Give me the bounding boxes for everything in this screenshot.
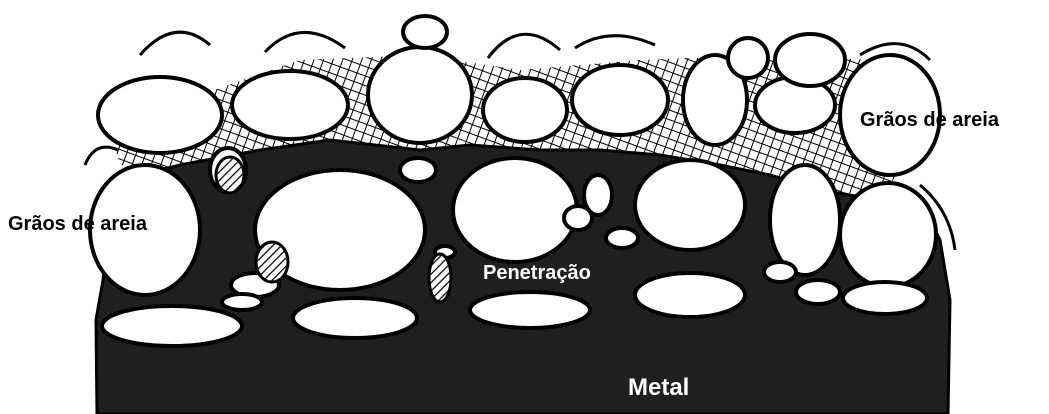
- label-sand-grains-left: Grãos de areia: [8, 213, 148, 235]
- label-penetration: Penetração: [483, 262, 591, 284]
- grain-outline: [140, 32, 210, 55]
- grain-outline: [85, 147, 118, 165]
- sand-grain: [843, 282, 927, 314]
- sand-grain: [232, 71, 348, 139]
- sand-grain: [403, 16, 447, 48]
- striped-grain: [429, 254, 451, 302]
- grain-outline: [575, 36, 655, 48]
- sand-grain: [796, 280, 840, 304]
- sand-grain: [635, 273, 745, 317]
- grain-outline: [488, 34, 560, 58]
- sand-grain: [400, 158, 436, 182]
- sand-grain: [102, 306, 242, 346]
- sand-grain: [775, 34, 845, 86]
- sand-grain: [572, 65, 668, 135]
- sand-grain: [764, 262, 796, 282]
- sand-grain: [840, 183, 936, 287]
- grain-outline: [265, 32, 345, 52]
- striped-grain: [256, 242, 288, 282]
- sand-grain: [293, 298, 417, 338]
- sand-grain: [222, 294, 262, 310]
- sand-grain: [564, 206, 592, 230]
- sand-grain: [470, 292, 590, 328]
- sand-grain: [453, 158, 577, 262]
- sand-grain: [770, 165, 840, 275]
- sand-grain: [483, 78, 567, 142]
- label-sand-grains-right: Grãos de areia: [860, 109, 1000, 131]
- sand-grain: [606, 228, 638, 248]
- sand-grain: [98, 77, 222, 153]
- sand-grain: [368, 47, 472, 143]
- sand-grain: [728, 38, 768, 78]
- striped-grain: [216, 157, 244, 193]
- label-metal: Metal: [628, 374, 689, 401]
- sand-grain: [635, 160, 745, 250]
